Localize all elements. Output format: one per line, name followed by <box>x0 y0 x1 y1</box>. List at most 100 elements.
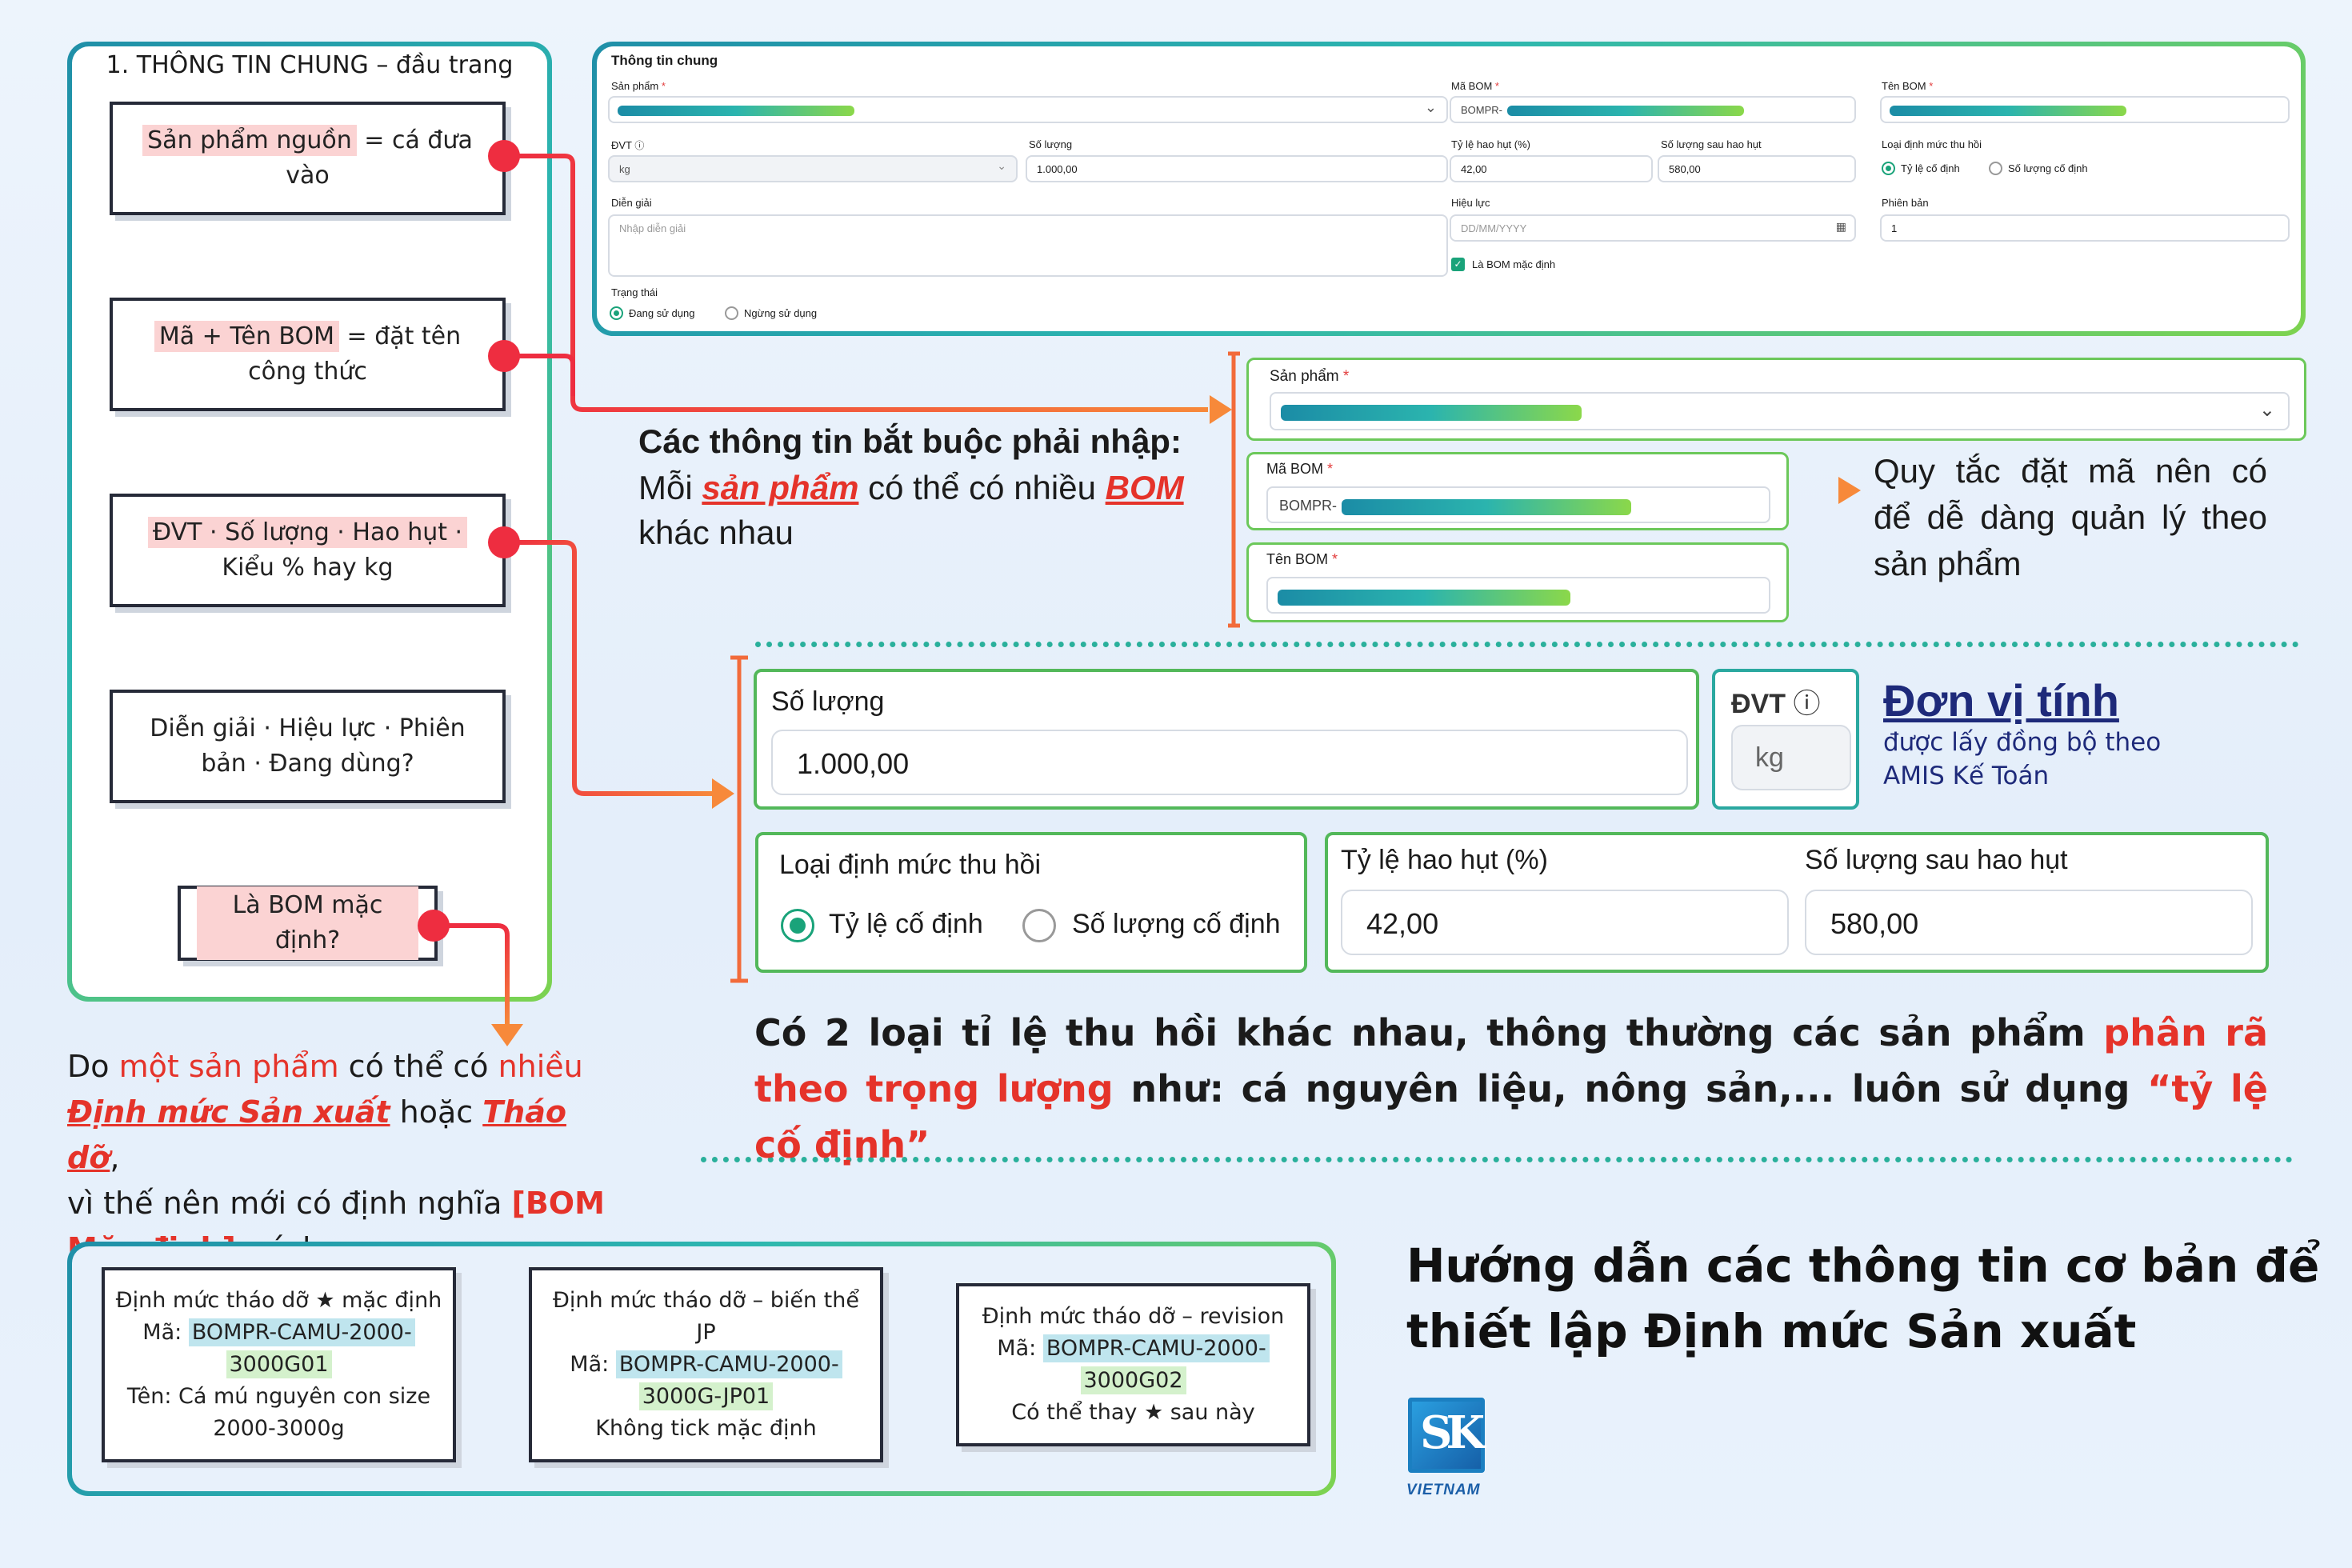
main-title-line2: thiết lập Định mức Sản xuất <box>1406 1304 2137 1358</box>
radio-fixed-quantity[interactable] <box>1989 162 2002 175</box>
version-value: 1 <box>1891 222 1898 234</box>
zoom-bom-code-label: Mã BOM * <box>1266 461 1334 477</box>
form-screenshot-frame: Thông tin chung Sản phẩm * ⌄ Mã BOM * BO… <box>592 42 2306 336</box>
label-in-use: Đang sử dụng <box>629 307 695 319</box>
label-qty-after-loss: Số lượng sau hao hụt <box>1661 138 1762 150</box>
mandatory-line2: khác nhau <box>638 514 794 551</box>
bom-name-input[interactable] <box>1880 96 2290 123</box>
default-bom-checkbox[interactable]: ✓ <box>1451 258 1465 271</box>
zoom-bom-name-input[interactable] <box>1266 577 1770 614</box>
example-3-title: Định mức tháo dỡ – revision <box>982 1304 1285 1329</box>
product-select[interactable]: ⌄ <box>608 96 1448 123</box>
card-source-product-highlight: Sản phẩm nguồn <box>142 125 357 156</box>
zoom-unit-box: ĐVT ⓘ kg <box>1712 669 1859 810</box>
card-default-bom-highlight: Là BOM mặc định? <box>197 886 418 960</box>
label-default-bom: Là BOM mặc định <box>1472 258 1556 270</box>
quantity-input[interactable]: 1.000,00 <box>1026 155 1448 182</box>
divider-1 <box>755 642 2299 647</box>
dvt-note-line1: được lấy đồng bộ theo <box>1883 728 2162 757</box>
bracket-mandatory <box>1228 351 1240 628</box>
zoom-quantity-input[interactable]: 1.000,00 <box>771 730 1688 795</box>
dvt-note-title: Đơn vị tính <box>1883 675 2119 726</box>
naming-rule-text: Quy tắc đặt mã nên có để dễ dàng quản lý… <box>1874 452 2267 582</box>
arrow-to-mandatory <box>504 154 1208 412</box>
connector-dot-2 <box>488 340 520 372</box>
example-card-default: Định mức tháo dỡ ★ mặc định Mã: BOMPR-CA… <box>102 1267 456 1462</box>
zoom-product-label: Sản phẩm * <box>1270 368 1350 385</box>
unit-select[interactable]: kg ⌄ <box>608 155 1018 182</box>
chevron-down-icon: ⌄ <box>997 160 1006 173</box>
company-logo: SK <box>1406 1396 1488 1473</box>
card-bom-code-line2: công thức <box>248 358 367 386</box>
connector-dot-4 <box>418 910 450 942</box>
version-input[interactable]: 1 <box>1880 214 2290 242</box>
description-textarea[interactable]: Nhập diễn giải <box>608 214 1448 277</box>
logo-letters: SK <box>1420 1406 1485 1459</box>
chevron-down-icon: ⌄ <box>2258 398 2275 421</box>
zoom-qty-after-label: Số lượng sau hao hụt <box>1805 845 2068 875</box>
zoom-bom-name-box: Tên BOM * <box>1246 542 1789 622</box>
arrowhead-quantity <box>712 778 734 809</box>
zoom-loss-rate-input[interactable]: 42,00 <box>1341 890 1789 955</box>
loss-rate-input[interactable]: 42,00 <box>1450 155 1653 182</box>
zoom-unit-label: ĐVT ⓘ <box>1731 689 1821 719</box>
card-source-product-line2: vào <box>286 162 330 190</box>
zoom-product-select[interactable]: ⌄ <box>1270 392 2290 430</box>
example-2-code-part2: 3000G-JP01 <box>638 1382 774 1410</box>
example-2-code-label: Mã: <box>570 1352 616 1377</box>
card-bom-code-name: Mã + Tên BOM = đặt tên công thức <box>110 298 506 411</box>
zoom-label-fixed-quantity: Số lượng cố định <box>1072 909 1281 939</box>
section-title: 1. THÔNG TIN CHUNG – đầu trang <box>106 51 514 79</box>
zoom-unit-select[interactable]: kg <box>1731 725 1851 790</box>
effective-date-placeholder: DD/MM/YYYY <box>1461 222 1527 234</box>
example-1-name: Tên: Cá mú nguyên con size <box>126 1384 431 1409</box>
card-bom-code-highlight: Mã + Tên BOM <box>154 321 339 352</box>
label-loss-rate: Tỷ lệ hao hụt (%) <box>1451 138 1530 150</box>
example-2-title: Định mức tháo dỡ – biến thể <box>553 1288 859 1313</box>
calendar-icon[interactable]: ▦ <box>1835 221 1846 234</box>
default-note: Do một sản phẩm có thể có nhiều Định mức… <box>67 1049 605 1266</box>
dvt-note-line2: AMIS Kế Toán <box>1883 762 2050 790</box>
label-bom-code: Mã BOM * <box>1451 80 1499 92</box>
zoom-unit-value: kg <box>1755 742 1784 773</box>
zoom-bom-name-label: Tên BOM * <box>1266 551 1338 567</box>
arrowhead-naming-rule <box>1838 477 1861 504</box>
label-status: Trạng thái <box>611 286 658 298</box>
connector-dot-3 <box>488 526 520 558</box>
card-description-version: Diễn giải · Hiệu lực · Phiên bản · Đang … <box>110 690 506 803</box>
unit-value: kg <box>619 163 630 175</box>
radio-fixed-rate[interactable] <box>1882 162 1895 175</box>
card-default-bom: Là BOM mặc định? <box>178 886 438 961</box>
radio-in-use[interactable] <box>610 306 623 320</box>
form-title: Thông tin chung <box>611 53 718 68</box>
card-unit-quantity: ĐVT · Số lượng · Hao hụt · Kiểu % hay kg <box>110 494 506 607</box>
effective-date-input[interactable]: DD/MM/YYYY ▦ <box>1450 214 1856 242</box>
label-stopped: Ngừng sử dụng <box>744 307 818 319</box>
logo-subtext: VIETNAM <box>1406 1482 1481 1498</box>
zoom-label-fixed-rate: Tỷ lệ cố định <box>829 909 983 939</box>
zoom-radio-fixed-rate[interactable] <box>781 909 814 942</box>
zoom-loss-box: Tỷ lệ hao hụt (%) 42,00 Số lượng sau hao… <box>1325 832 2269 973</box>
label-effective-date: Hiệu lực <box>1451 197 1490 209</box>
zoom-quantity-label: Số lượng <box>771 686 885 717</box>
qty-after-loss-input[interactable]: 580,00 <box>1658 155 1856 182</box>
recovery-note: Có 2 loại tỉ lệ thu hồi khác nhau, thông… <box>754 1011 2269 1166</box>
arrowhead-default-note <box>491 1024 523 1046</box>
zoom-bom-code-prefix: BOMPR- <box>1279 498 1337 514</box>
example-1-title: Định mức tháo dỡ ★ mặc định <box>115 1288 442 1313</box>
zoom-bom-code-input[interactable]: BOMPR- <box>1266 486 1770 523</box>
example-card-variant: Định mức tháo dỡ – biến thể JP Mã: BOMPR… <box>529 1267 883 1462</box>
zoom-radio-fixed-quantity[interactable] <box>1022 909 1056 942</box>
label-bom-name: Tên BOM * <box>1882 80 1934 92</box>
radio-stopped[interactable] <box>725 306 738 320</box>
card-bom-code-text: = đặt tên <box>338 322 462 350</box>
loss-rate-value: 42,00 <box>1461 163 1487 175</box>
chevron-down-icon: ⌄ <box>1424 99 1437 116</box>
logo-mark: SK <box>1408 1398 1485 1473</box>
quantity-value: 1.000,00 <box>1037 163 1078 175</box>
zoom-qty-after-input[interactable]: 580,00 <box>1805 890 2253 955</box>
label-fixed-rate: Tỷ lệ cố định <box>1901 162 1960 174</box>
bom-code-input[interactable]: BOMPR- <box>1450 96 1856 123</box>
card-description-line2: bản · Đang dùng? <box>201 750 414 778</box>
